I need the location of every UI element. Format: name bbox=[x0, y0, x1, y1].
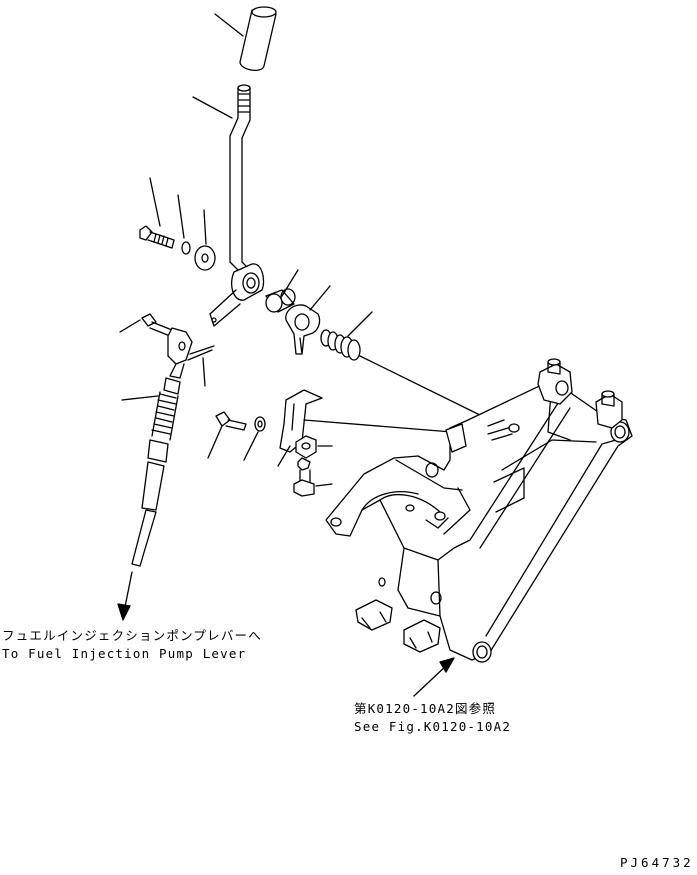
callout-fuel-lever-ja: フュエルインジェクションポンプレバーへ bbox=[2, 628, 262, 643]
bracket-bolt bbox=[215, 411, 247, 431]
arrow-to-pump-lever bbox=[117, 571, 133, 621]
friction-plate bbox=[285, 304, 321, 355]
leader-line-bolt bbox=[149, 177, 161, 227]
clevis-bolt bbox=[141, 313, 173, 337]
bottom-fitting-left bbox=[355, 599, 393, 631]
top-fitting-right bbox=[595, 390, 623, 429]
lock-washer bbox=[181, 241, 191, 255]
leader-line-washer bbox=[203, 209, 207, 245]
plain-washer bbox=[194, 245, 216, 271]
arrow-to-reference bbox=[413, 657, 455, 697]
top-fitting-left bbox=[537, 358, 573, 405]
control-lever bbox=[209, 84, 265, 327]
leader-line-spring-assembly bbox=[359, 355, 487, 419]
leader-line-cotter bbox=[202, 357, 206, 387]
leader-line-bracket bbox=[277, 445, 291, 467]
main-frame bbox=[325, 379, 633, 663]
leader-line-knob bbox=[214, 13, 244, 37]
leader-line-plate bbox=[309, 285, 331, 311]
collar bbox=[265, 288, 296, 313]
leader-line-lockwasher bbox=[177, 194, 185, 239]
hex-bolt bbox=[293, 457, 315, 497]
leader-line-bracket-bolt bbox=[207, 425, 223, 459]
cotter-pin bbox=[187, 345, 215, 361]
leader-line-lever bbox=[192, 96, 233, 119]
hex-nut bbox=[295, 435, 317, 459]
drawing-code: PJ64732 bbox=[620, 855, 694, 870]
bracket-washer bbox=[254, 416, 266, 432]
callout-see-fig-ja: 第K0120-10A2図参照 bbox=[354, 701, 497, 716]
callout-see-fig-en: See Fig.K0120-10A2 bbox=[354, 719, 512, 734]
leader-line-hex-bolt bbox=[315, 483, 333, 487]
leader-line-bracket-assembly bbox=[303, 419, 453, 433]
spring bbox=[320, 329, 361, 361]
bottom-fitting-right bbox=[403, 619, 441, 653]
leader-line-collar bbox=[281, 269, 299, 297]
pivot-bolt bbox=[139, 225, 175, 249]
leader-line-spring bbox=[347, 311, 373, 337]
leader-line-clevis-bolt bbox=[119, 319, 141, 333]
lever-knob bbox=[239, 6, 277, 72]
leader-line-cable bbox=[121, 395, 159, 401]
leader-line-bracket-washer bbox=[243, 431, 259, 461]
clevis bbox=[167, 327, 193, 379]
control-cable bbox=[131, 377, 181, 567]
callout-fuel-lever-en: To Fuel Injection Pump Lever bbox=[2, 646, 247, 661]
